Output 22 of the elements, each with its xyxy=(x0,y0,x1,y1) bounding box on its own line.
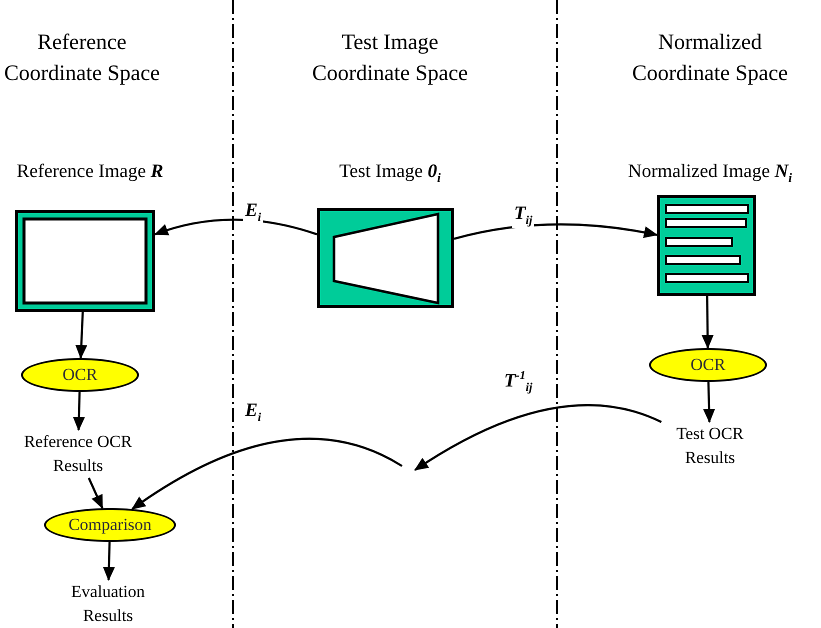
column-heading: Normalized Coordinate Space xyxy=(631,28,789,87)
arrow xyxy=(414,404,662,471)
arrow xyxy=(454,223,658,240)
process-ellipse: Comparison xyxy=(44,508,176,542)
image-title: Test Image 0$_{i}$ xyxy=(338,160,442,187)
arrow xyxy=(88,478,104,510)
arrow xyxy=(154,218,318,236)
result-text: Evaluation Results xyxy=(48,580,168,626)
column-heading: Reference Coordinate Space xyxy=(3,28,161,87)
arrow xyxy=(102,542,115,581)
result-text: Reference OCR Results xyxy=(18,430,138,478)
arrow xyxy=(131,438,403,510)
image-title: Normalized Image N$_{i}$ xyxy=(626,160,793,187)
process-ellipse: OCR xyxy=(649,348,767,382)
arrow xyxy=(702,296,714,349)
arrow xyxy=(72,392,85,431)
image-title: Reference Image R xyxy=(16,160,164,184)
process-ellipse: OCR xyxy=(21,358,139,392)
arrow xyxy=(75,312,88,359)
arrow xyxy=(703,382,716,423)
result-text: Test OCR Results xyxy=(655,422,765,470)
column-heading: Test Image Coordinate Space xyxy=(311,28,469,87)
